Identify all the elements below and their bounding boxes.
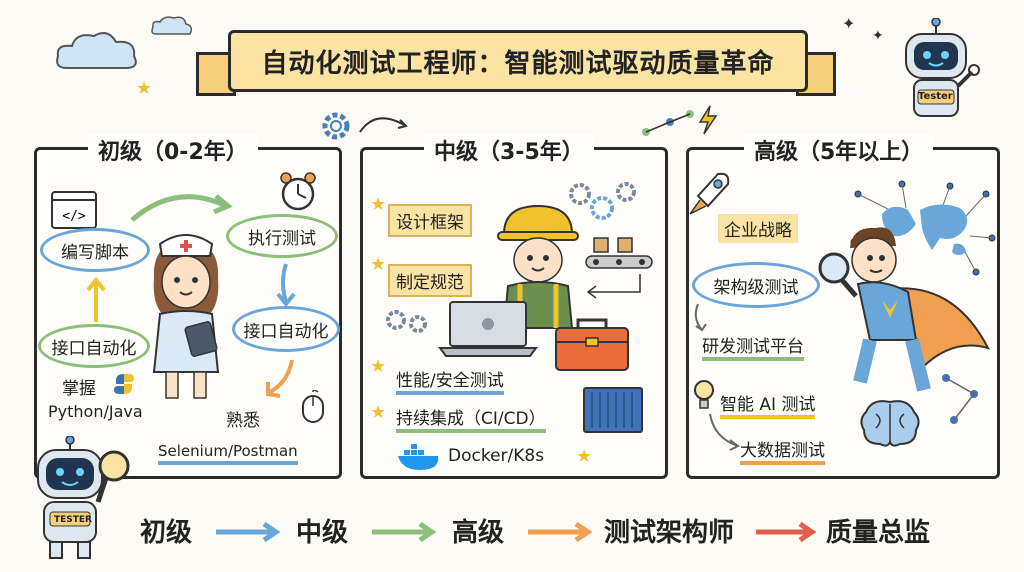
mouse-icon [302, 390, 324, 423]
conveyor-icon [585, 237, 653, 269]
page-title: 自动化测试工程师：智能测试驱动质量革命 [228, 30, 808, 92]
cloud-icon [56, 32, 137, 69]
api-automation-left-oval: 接口自动化 [38, 324, 150, 368]
write-script-label: 编写脚本 [61, 242, 129, 263]
gear-icon [322, 112, 350, 140]
bigdata-label: 大数据测试 [740, 436, 825, 465]
set-standards-label: 制定规范 [388, 264, 472, 297]
arch-test-oval: 架构级测试 [692, 262, 820, 308]
gear-icon [569, 182, 636, 220]
alarm-clock-icon [280, 172, 316, 211]
strategy-label: 企业战略 [718, 214, 798, 243]
path-senior: 高级 [452, 518, 505, 548]
execute-test-oval: 执行测试 [226, 214, 338, 258]
brain-icon [860, 400, 920, 447]
star-icon: ★ [370, 402, 387, 423]
yellow-arrow-up [86, 276, 106, 322]
star-icon: ★ [370, 254, 387, 275]
master-label: 掌握 [62, 379, 96, 399]
cicd-label: 持续集成（CI/CD） [396, 404, 546, 433]
red-arrow [756, 521, 817, 543]
junior-title: 初级（0-2年） [88, 134, 258, 166]
api-automation-right-label: 接口自动化 [243, 321, 329, 342]
rocket-icon [689, 172, 730, 215]
docker-label: Docker/K8s [448, 446, 545, 466]
star-icon: ★ [576, 446, 593, 467]
tools-label: Selenium/Postman [158, 442, 298, 465]
svg-text:</>: </> [62, 209, 86, 224]
worker-character [497, 204, 579, 329]
toolbox-icon [555, 318, 629, 371]
blue-arrow [216, 521, 281, 543]
network-icon [642, 110, 694, 136]
star-icon: ★ [136, 78, 153, 99]
lightbulb-icon [694, 380, 714, 409]
return-arrow [586, 274, 641, 299]
gear-icon [386, 310, 427, 333]
robot-icon [905, 18, 980, 117]
green-arrow [372, 521, 437, 543]
curved-arrow [359, 117, 408, 133]
container-icon [583, 387, 643, 433]
write-script-oval: 编写脚本 [40, 228, 150, 272]
design-framework-label: 设计框架 [388, 204, 472, 237]
lightning-icon [698, 105, 718, 135]
world-map-icon [850, 180, 996, 276]
docker-whale-icon [398, 444, 439, 470]
cloud-icon [151, 16, 193, 35]
orange-arrow [266, 359, 294, 398]
familiar-label: 熟悉 [226, 411, 260, 431]
star-icon: ★ [370, 356, 387, 377]
network-icon [942, 374, 978, 424]
gray-arrow [709, 413, 740, 451]
star-icon: ✦ [872, 28, 884, 44]
robot-badge: Tester [918, 91, 953, 102]
tester-character [152, 234, 220, 399]
arch-test-label: 架构级测试 [713, 277, 799, 298]
green-arrow [130, 194, 233, 222]
robot-badge-bottom: TESTER [54, 515, 92, 525]
senior-title: 高级（5年以上） [744, 134, 934, 166]
path-middle: 中级 [296, 518, 349, 548]
star-icon: ✦ [842, 14, 856, 33]
star-icon: ★ [370, 194, 387, 215]
path-director: 质量总监 [826, 518, 931, 548]
languages-label: Python/Java [48, 402, 143, 421]
ai-test-label: 智能 AI 测试 [720, 390, 816, 419]
laptop-icon [438, 301, 538, 357]
api-automation-left-label: 接口自动化 [51, 338, 137, 359]
middle-title: 中级（3-5年） [424, 134, 594, 166]
blue-arrow-down [276, 263, 296, 308]
code-window-icon: </> [51, 191, 97, 229]
path-junior: 初级 [140, 518, 193, 548]
execute-test-label: 执行测试 [248, 228, 316, 249]
orange-arrow [528, 521, 593, 543]
superhero-character [818, 227, 990, 392]
robot-icon [37, 436, 130, 559]
platform-label: 研发测试平台 [702, 332, 804, 361]
path-architect: 测试架构师 [604, 518, 735, 548]
python-icon [114, 374, 134, 394]
api-automation-right-oval: 接口自动化 [232, 306, 340, 352]
gray-arrow-down [694, 303, 707, 332]
perf-security-label: 性能/安全测试 [396, 366, 504, 395]
